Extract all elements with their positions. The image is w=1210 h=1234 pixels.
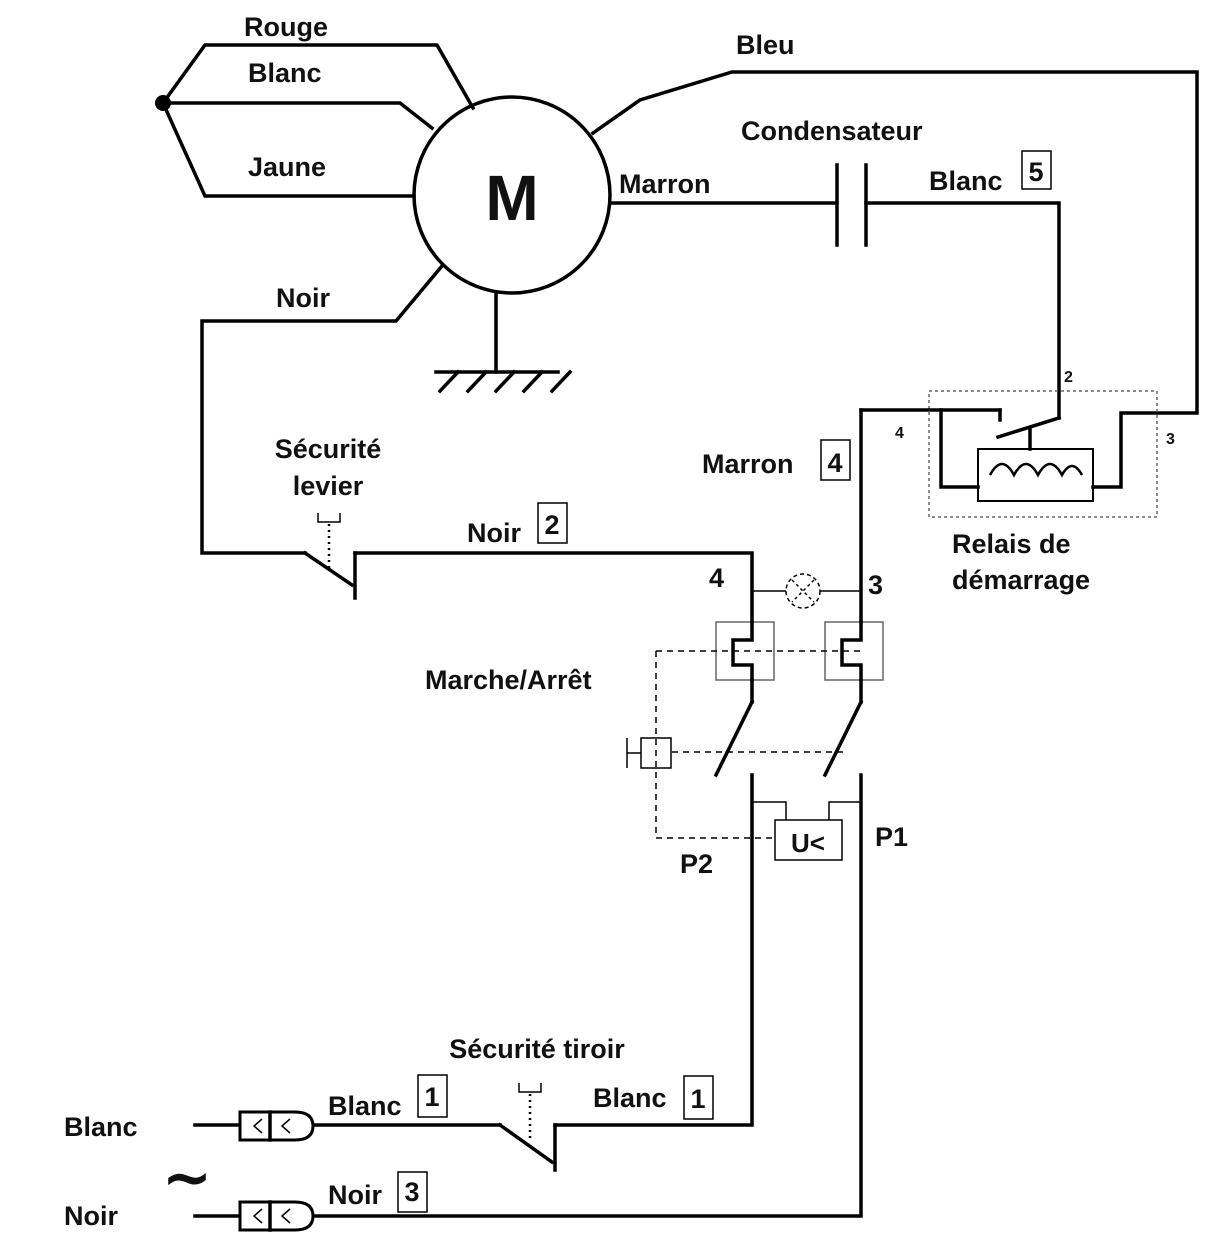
label-supply-blanc: Blanc (64, 1112, 138, 1142)
motor: M (412, 95, 612, 295)
switch-terminal-4: 4 (709, 563, 724, 593)
number-5: 5 (1028, 157, 1043, 187)
switch-terminal-3: 3 (868, 570, 883, 600)
capacitor (835, 163, 868, 247)
wire-p1 (311, 773, 863, 1218)
undervoltage-release: U< (752, 801, 861, 861)
label-blanc-1b: Blanc (593, 1083, 667, 1113)
connector-box-3 (397, 1171, 428, 1213)
relay-coil-box (977, 448, 1094, 502)
wire-p2 (553, 773, 754, 1127)
number-1a: 1 (424, 1082, 439, 1112)
connector-box-2 (537, 502, 568, 544)
relay-enclosure (928, 390, 1158, 518)
label-supply-noir: Noir (64, 1201, 118, 1231)
main-switch (626, 620, 884, 839)
number-3: 3 (404, 1177, 419, 1207)
lever-safety-switch (302, 513, 357, 600)
label-bleu: Bleu (736, 30, 795, 60)
connector-box-1b (683, 1075, 714, 1120)
plug-blanc (193, 1110, 315, 1142)
connector-box-5 (1021, 150, 1052, 190)
label-marron-motor: Marron (619, 169, 711, 199)
start-relay (859, 390, 1158, 518)
relay-terminal-4: 4 (895, 425, 904, 442)
label-securite-levier-l1: Sécurité (275, 434, 382, 464)
wire-noir-2 (353, 551, 754, 624)
label-blanc-motor: Blanc (248, 58, 322, 88)
wire-noir-motor (200, 263, 445, 555)
label-marron-4: Marron (702, 449, 794, 479)
undervoltage-label: U< (791, 828, 825, 858)
label-marche-arret: Marche/Arrêt (425, 665, 592, 695)
label-securite-levier-l2: levier (293, 471, 364, 501)
connector-box-1a (417, 1074, 448, 1118)
wire-blanc-5 (864, 201, 1061, 420)
relay-terminal-2: 2 (1064, 369, 1073, 386)
relay-coil (988, 462, 1084, 478)
plug-noir (193, 1200, 315, 1232)
label-blanc-5: Blanc (929, 166, 1003, 196)
label-p1: P1 (875, 822, 908, 852)
wire-bleu (590, 70, 1199, 489)
label-noir-2: Noir (467, 518, 521, 548)
connector-box-4 (820, 439, 851, 481)
motor-winding-leads (155, 43, 476, 198)
relay-terminal-3: 3 (1166, 431, 1175, 448)
label-relais-l2: démarrage (952, 565, 1090, 595)
label-securite-tiroir: Sécurité tiroir (449, 1034, 625, 1064)
label-blanc-1a: Blanc (328, 1091, 402, 1121)
wire-jaune (160, 100, 416, 198)
label-jaune: Jaune (248, 152, 326, 182)
motor-symbol: M (485, 162, 538, 234)
wire-blanc-motor (161, 101, 435, 131)
ground-symbol (434, 291, 573, 394)
label-rouge: Rouge (244, 12, 328, 42)
indicator-lamp (752, 573, 861, 609)
label-p2: P2 (680, 849, 713, 879)
ac-tilde-symbol: ~ (162, 1143, 212, 1213)
label-relais-l1: Relais de (952, 529, 1071, 559)
wire-rouge (160, 43, 476, 111)
number-2: 2 (544, 510, 559, 540)
number-1b: 1 (690, 1084, 705, 1114)
label-condensateur: Condensateur (741, 116, 923, 146)
number-4: 4 (827, 448, 842, 478)
label-noir-3: Noir (328, 1180, 382, 1210)
drawer-safety-switch (311, 1083, 557, 1172)
label-noir-motor: Noir (276, 283, 330, 313)
